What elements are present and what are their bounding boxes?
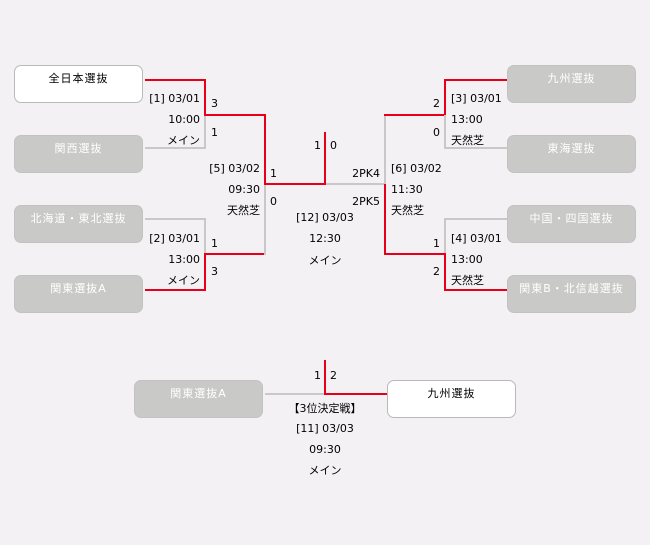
match-time: 09:30 bbox=[228, 183, 260, 196]
match-venue: メイン bbox=[308, 464, 342, 477]
bracket-line bbox=[204, 218, 206, 254]
bracket-line-winner bbox=[444, 289, 507, 291]
team-box[interactable]: 関東B・北信越選抜 bbox=[507, 275, 636, 313]
match-label: [11] 03/03 bbox=[296, 422, 354, 435]
team-name: 全日本選抜 bbox=[48, 72, 109, 85]
score: 1 bbox=[433, 237, 440, 250]
final-score-left: 1 bbox=[314, 139, 321, 152]
team-name: 北海道・東北選抜 bbox=[30, 212, 127, 225]
match-time: 13:00 bbox=[451, 253, 483, 266]
bracket-line-winner bbox=[444, 253, 446, 291]
bracket-line bbox=[265, 393, 326, 395]
score: 0 bbox=[270, 195, 277, 208]
third-score-right: 2 bbox=[330, 369, 337, 382]
score: 1 bbox=[270, 167, 277, 180]
bracket-line-winner bbox=[204, 253, 266, 255]
match-label: [3] 03/01 bbox=[451, 92, 502, 105]
final-score-right: 0 bbox=[330, 139, 337, 152]
team-box[interactable]: 北海道・東北選抜 bbox=[14, 205, 143, 243]
bracket-line-winner bbox=[324, 132, 326, 185]
bracket-line bbox=[444, 218, 446, 254]
match-venue: メイン bbox=[167, 134, 200, 147]
match-time: 10:00 bbox=[168, 113, 200, 126]
bracket-line-winner bbox=[145, 289, 206, 291]
bracket-line-winner bbox=[384, 253, 446, 255]
third-place-title: 【3位決定戦】 bbox=[288, 402, 362, 415]
bracket-line bbox=[444, 147, 507, 149]
bracket-line bbox=[444, 218, 507, 220]
bracket-line-winner bbox=[204, 114, 266, 116]
team-name: 関東選抜A bbox=[50, 282, 107, 295]
team-box[interactable]: 九州選抜 bbox=[507, 65, 636, 103]
match-label: [12] 03/03 bbox=[296, 211, 354, 224]
team-name: 関東B・北信越選抜 bbox=[519, 282, 624, 295]
team-box[interactable]: 関東選抜A bbox=[134, 380, 263, 418]
team-name: 東海選抜 bbox=[547, 142, 596, 155]
team-box[interactable]: 中国・四国選抜 bbox=[507, 205, 636, 243]
match-label: [5] 03/02 bbox=[209, 162, 260, 175]
third-score-left: 1 bbox=[314, 369, 321, 382]
score: 3 bbox=[211, 265, 218, 278]
match-time: 11:30 bbox=[391, 183, 423, 196]
bracket-line bbox=[204, 115, 206, 149]
team-name: 九州選抜 bbox=[427, 387, 476, 400]
team-box[interactable]: 全日本選抜 bbox=[14, 65, 143, 103]
team-name: 関東選抜A bbox=[170, 387, 227, 400]
bracket-line-winner bbox=[384, 184, 386, 255]
match-label: [6] 03/02 bbox=[391, 162, 442, 175]
bracket-line-winner bbox=[145, 79, 206, 81]
match-venue: メイン bbox=[308, 254, 342, 267]
bracket-line bbox=[384, 114, 386, 185]
bracket-line-winner bbox=[264, 183, 326, 185]
score: 1 bbox=[211, 126, 218, 139]
match-venue: 天然芝 bbox=[451, 274, 484, 287]
bracket-line-winner bbox=[264, 114, 266, 185]
bracket-line-winner bbox=[444, 79, 446, 115]
match-venue: メイン bbox=[167, 274, 200, 287]
team-box[interactable]: 九州選抜 bbox=[387, 380, 516, 418]
score: 2PK5 bbox=[352, 195, 380, 208]
team-name: 九州選抜 bbox=[547, 72, 596, 85]
bracket-line bbox=[145, 147, 206, 149]
bracket-line bbox=[145, 218, 206, 220]
bracket-line bbox=[326, 183, 386, 185]
match-label: [1] 03/01 bbox=[149, 92, 200, 105]
bracket-line-winner bbox=[204, 79, 206, 115]
match-time: 12:30 bbox=[309, 232, 341, 245]
match-venue: 天然芝 bbox=[227, 204, 260, 217]
bracket-line-winner bbox=[204, 253, 206, 291]
score: 2PK4 bbox=[352, 167, 380, 180]
match-label: [2] 03/01 bbox=[149, 232, 200, 245]
bracket-line bbox=[264, 184, 266, 255]
match-venue: 天然芝 bbox=[391, 204, 424, 217]
score: 1 bbox=[211, 237, 218, 250]
team-name: 中国・四国選抜 bbox=[529, 212, 614, 225]
team-box[interactable]: 関西選抜 bbox=[14, 135, 143, 173]
bracket-line bbox=[444, 115, 446, 149]
team-box[interactable]: 関東選抜A bbox=[14, 275, 143, 313]
bracket-line-winner bbox=[384, 114, 446, 116]
match-label: [4] 03/01 bbox=[451, 232, 502, 245]
score: 3 bbox=[211, 97, 218, 110]
bracket-line-winner bbox=[324, 393, 387, 395]
team-name: 関西選抜 bbox=[54, 142, 103, 155]
score: 2 bbox=[433, 265, 440, 278]
score: 2 bbox=[433, 97, 440, 110]
match-time: 13:00 bbox=[451, 113, 483, 126]
score: 0 bbox=[433, 126, 440, 139]
match-time: 13:00 bbox=[168, 253, 200, 266]
bracket-line-winner bbox=[324, 360, 326, 395]
match-time: 09:30 bbox=[309, 443, 341, 456]
bracket-line-winner bbox=[444, 79, 507, 81]
match-venue: 天然芝 bbox=[451, 134, 484, 147]
team-box[interactable]: 東海選抜 bbox=[507, 135, 636, 173]
